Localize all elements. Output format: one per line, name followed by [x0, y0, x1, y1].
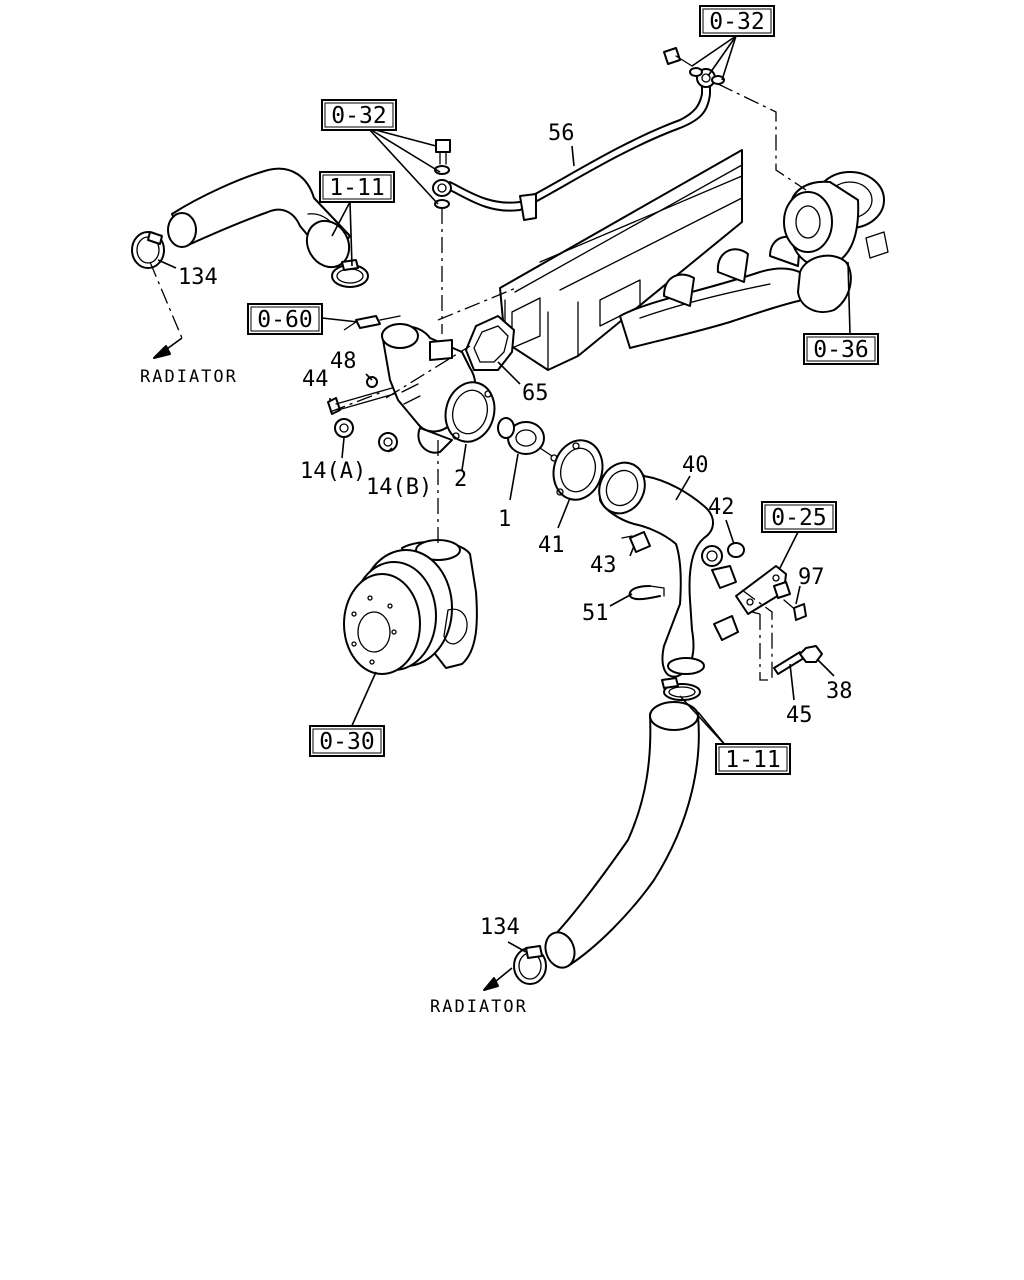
washer-48 [366, 376, 378, 388]
bolt-44 [327, 387, 395, 415]
water-outlet-pipe-40 [598, 461, 739, 678]
ref-box-0-36: 0-36 [803, 333, 879, 365]
part-label-40: 40 [682, 453, 709, 478]
ref-0-32-top-label: 0-32 [709, 9, 764, 35]
part-label-134-top: 134 [178, 265, 218, 290]
thermostat-1 [497, 417, 558, 462]
banjo-fitting-left [432, 139, 452, 209]
oil-pipe-56 [449, 77, 711, 221]
ref-box-0-32-left: 0-32 [321, 99, 397, 131]
plug-14a [334, 418, 354, 438]
hose-clamp-1-11-bottom [661, 677, 701, 701]
ref-box-1-11-top: 1-11 [319, 171, 395, 203]
ref-0-60-label: 0-60 [257, 307, 312, 333]
sensor-0-60 [355, 315, 401, 329]
upper-radiator-hose [167, 167, 351, 269]
part-label-134-bottom: 134 [480, 915, 520, 940]
ref-0-36-label: 0-36 [813, 337, 868, 363]
plug-14b [378, 432, 398, 452]
part-label-42: 42 [708, 495, 735, 520]
turbocharger [783, 171, 889, 313]
clip-51 [628, 585, 665, 601]
radiator-arrow-bottom [483, 967, 513, 991]
assembly-lines [149, 83, 807, 681]
part-label-97: 97 [798, 565, 825, 590]
part-label-45: 45 [786, 703, 813, 728]
gasket-65 [465, 315, 515, 371]
radiator-label-top: RADIATOR [140, 367, 238, 387]
hose-clamp-1-11-top [331, 259, 369, 288]
part-label-38: 38 [826, 679, 853, 704]
part-number-labels: 56 134 48 44 65 14(A) 14(B) 2 1 41 40 42… [178, 121, 853, 940]
part-label-14a: 14(A) [300, 459, 366, 484]
lower-radiator-hose [544, 701, 700, 969]
ref-1-11-bottom-label: 1-11 [725, 747, 780, 773]
part-label-44: 44 [302, 367, 329, 392]
part-label-48: 48 [330, 349, 357, 374]
ref-box-0-25: 0-25 [761, 501, 837, 533]
part-label-51: 51 [582, 601, 609, 626]
ref-0-32-left-label: 0-32 [331, 103, 386, 129]
ref-box-1-11-bottom: 1-11 [715, 743, 791, 775]
radiator-arrow-top [153, 337, 183, 359]
radiator-label-bottom: RADIATOR [430, 997, 528, 1017]
ref-0-30-label: 0-30 [319, 729, 374, 755]
ref-box-0-60: 0-60 [247, 303, 323, 335]
hose-clamp-134-top [131, 231, 165, 269]
part-label-14b: 14(B) [366, 475, 432, 500]
nut-38 [799, 645, 823, 663]
plug-42 [727, 542, 745, 558]
ref-box-0-30: 0-30 [309, 725, 385, 757]
water-pump [343, 539, 478, 675]
part-label-56: 56 [548, 121, 575, 146]
ref-0-25-label: 0-25 [771, 505, 826, 531]
part-label-41: 41 [538, 533, 565, 558]
part-label-43: 43 [590, 553, 617, 578]
leader-lines [157, 35, 851, 953]
part-label-2: 2 [454, 467, 467, 492]
banjo-fitting-top [663, 47, 725, 88]
part-label-65: 65 [522, 381, 549, 406]
ref-box-0-32-top: 0-32 [699, 5, 775, 37]
bracket-0-25 [735, 565, 791, 615]
plug-43 [621, 531, 651, 553]
gasket-2 [444, 381, 496, 443]
hose-clamp-134-bottom [513, 945, 547, 985]
ref-1-11-top-label: 1-11 [329, 175, 384, 201]
part-label-1: 1 [498, 507, 511, 532]
stud-45 [773, 651, 805, 675]
cylinder-head [499, 149, 743, 371]
bolt-97 [783, 599, 807, 621]
